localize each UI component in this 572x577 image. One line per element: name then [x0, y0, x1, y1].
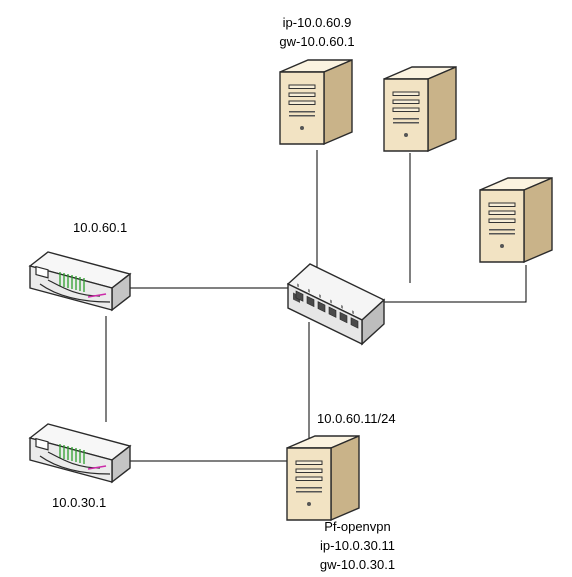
server-ip-label: ip-10.0.60.9	[282, 15, 352, 30]
router-bottom-ip-label: 10.0.30.1	[52, 495, 107, 510]
server-gateway-label: gw-10.0.60.1	[279, 34, 355, 49]
server-icon	[286, 435, 360, 521]
server-icon	[383, 66, 457, 152]
network-links	[105, 150, 527, 462]
router-icon	[29, 423, 131, 483]
openvpn-ip-label: ip-10.0.30.11	[320, 538, 395, 553]
server-icon	[279, 59, 353, 145]
server-icon	[479, 177, 553, 263]
openvpn-name-label: Pf-openvpn	[324, 519, 391, 534]
router-top-ip-label: 10.0.60.1	[73, 220, 128, 235]
openvpn-interface-label: 10.0.60.11/24	[317, 411, 396, 426]
router-icon	[29, 251, 131, 311]
openvpn-gateway-label: gw-10.0.30.1	[319, 557, 396, 572]
network-switch-icon	[287, 263, 385, 345]
link-switch-to-server-right	[383, 265, 527, 303]
